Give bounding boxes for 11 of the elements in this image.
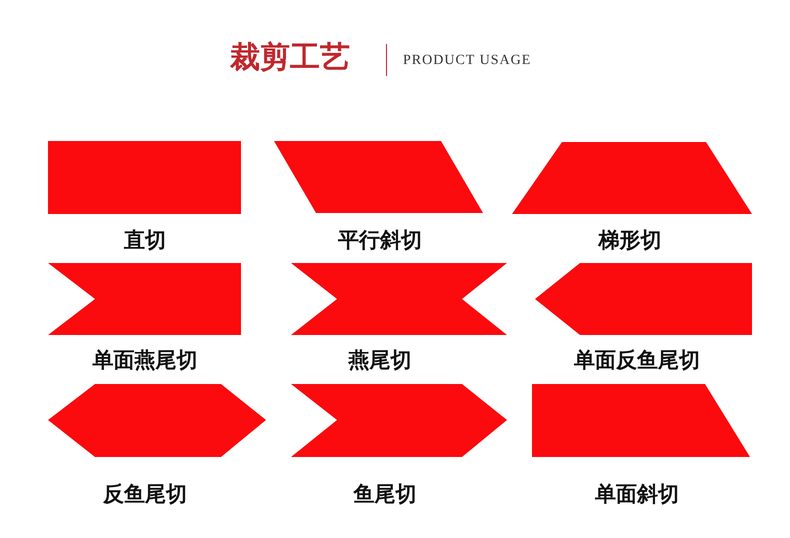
shape-caption: 直切 bbox=[124, 227, 166, 253]
shape-caption: 单面斜切 bbox=[595, 481, 679, 507]
shape-caption: 梯形切 bbox=[598, 227, 662, 253]
shape-caption: 反鱼尾切 bbox=[103, 481, 187, 507]
shape-caption: 鱼尾切 bbox=[354, 481, 416, 507]
shape-caption: 单面燕尾切 bbox=[92, 347, 198, 373]
shape-caption: 单面反鱼尾切 bbox=[574, 347, 700, 373]
title-heading: 裁剪工艺 bbox=[230, 39, 350, 77]
shape-caption: 平行斜切 bbox=[338, 227, 422, 253]
shape-caption: 燕尾切 bbox=[348, 347, 412, 373]
subtitle-text: PRODUCT USAGE bbox=[403, 52, 532, 70]
